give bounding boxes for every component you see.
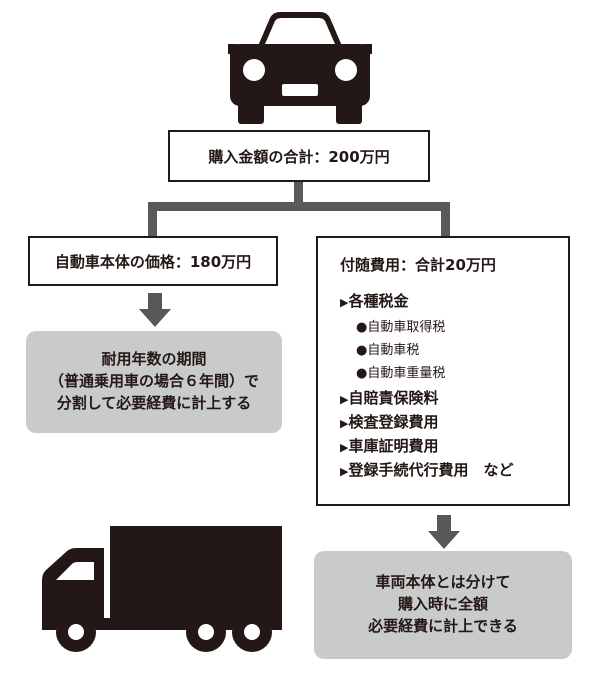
connector-right-drop [441, 202, 450, 236]
truck-icon [42, 526, 282, 652]
triangle-bullet-icon: ▶ [340, 393, 349, 406]
list-item-insurance: ▶自賠責保険料 [340, 389, 439, 407]
triangle-bullet-icon: ▶ [340, 441, 349, 454]
expense-note-line-3: 必要経費に計上できる [368, 616, 518, 635]
triangle-bullet-icon: ▶ [340, 417, 349, 430]
total-purchase-box: 購入金額の合計：200万円 [168, 130, 430, 182]
expense-note-line-1: 車両本体とは分けて [375, 573, 511, 592]
dot-bullet-icon: ● [356, 366, 368, 381]
depreciation-note-line-1: 耐用年数の期間 [101, 350, 207, 369]
total-purchase-label: 購入金額の合計：200万円 [208, 147, 390, 166]
incidental-costs-box: 付随費用：合計20万円 ▶各種税金 ●自動車取得税 ●自動車税 ●自動車重量税 … [316, 236, 570, 506]
triangle-bullet-icon: ▶ [340, 465, 349, 478]
connector-vertical-top [294, 182, 303, 206]
connector-horizontal [148, 202, 450, 211]
expense-note-line-2: 購入時に全額 [397, 595, 488, 614]
list-item-taxes: ▶各種税金 [340, 292, 409, 310]
list-item-registration: ▶登録手続代行費用 など [340, 461, 514, 479]
triangle-bullet-icon: ▶ [340, 296, 349, 309]
list-item-garage: ▶車庫証明費用 [340, 437, 439, 455]
dot-bullet-icon: ● [356, 343, 368, 358]
down-arrow-icon [139, 293, 171, 327]
list-item-weight-tax: ●自動車重量税 [356, 366, 446, 381]
connector-left-drop [148, 202, 157, 236]
expense-note: 車両本体とは分けて 購入時に全額 必要経費に計上できる [314, 551, 572, 659]
depreciation-note-line-3: 分割して必要経費に計上する [56, 393, 252, 412]
list-item-acquisition-tax: ●自動車取得税 [356, 320, 446, 335]
incidental-costs-title: 付随費用：合計20万円 [340, 256, 496, 274]
depreciation-note: 耐用年数の期間 （普通乗用車の場合６年間）で 分割して必要経費に計上する [26, 331, 282, 433]
depreciation-note-line-2: （普通乗用車の場合６年間）で [48, 372, 259, 391]
down-arrow-icon [428, 515, 460, 549]
dot-bullet-icon: ● [356, 320, 368, 335]
list-item-vehicle-tax: ●自動車税 [356, 343, 420, 358]
vehicle-price-box: 自動車本体の価格：180万円 [28, 236, 278, 286]
list-item-inspection: ▶検査登録費用 [340, 413, 439, 431]
vehicle-price-label: 自動車本体の価格：180万円 [54, 252, 252, 271]
car-icon [228, 12, 372, 124]
